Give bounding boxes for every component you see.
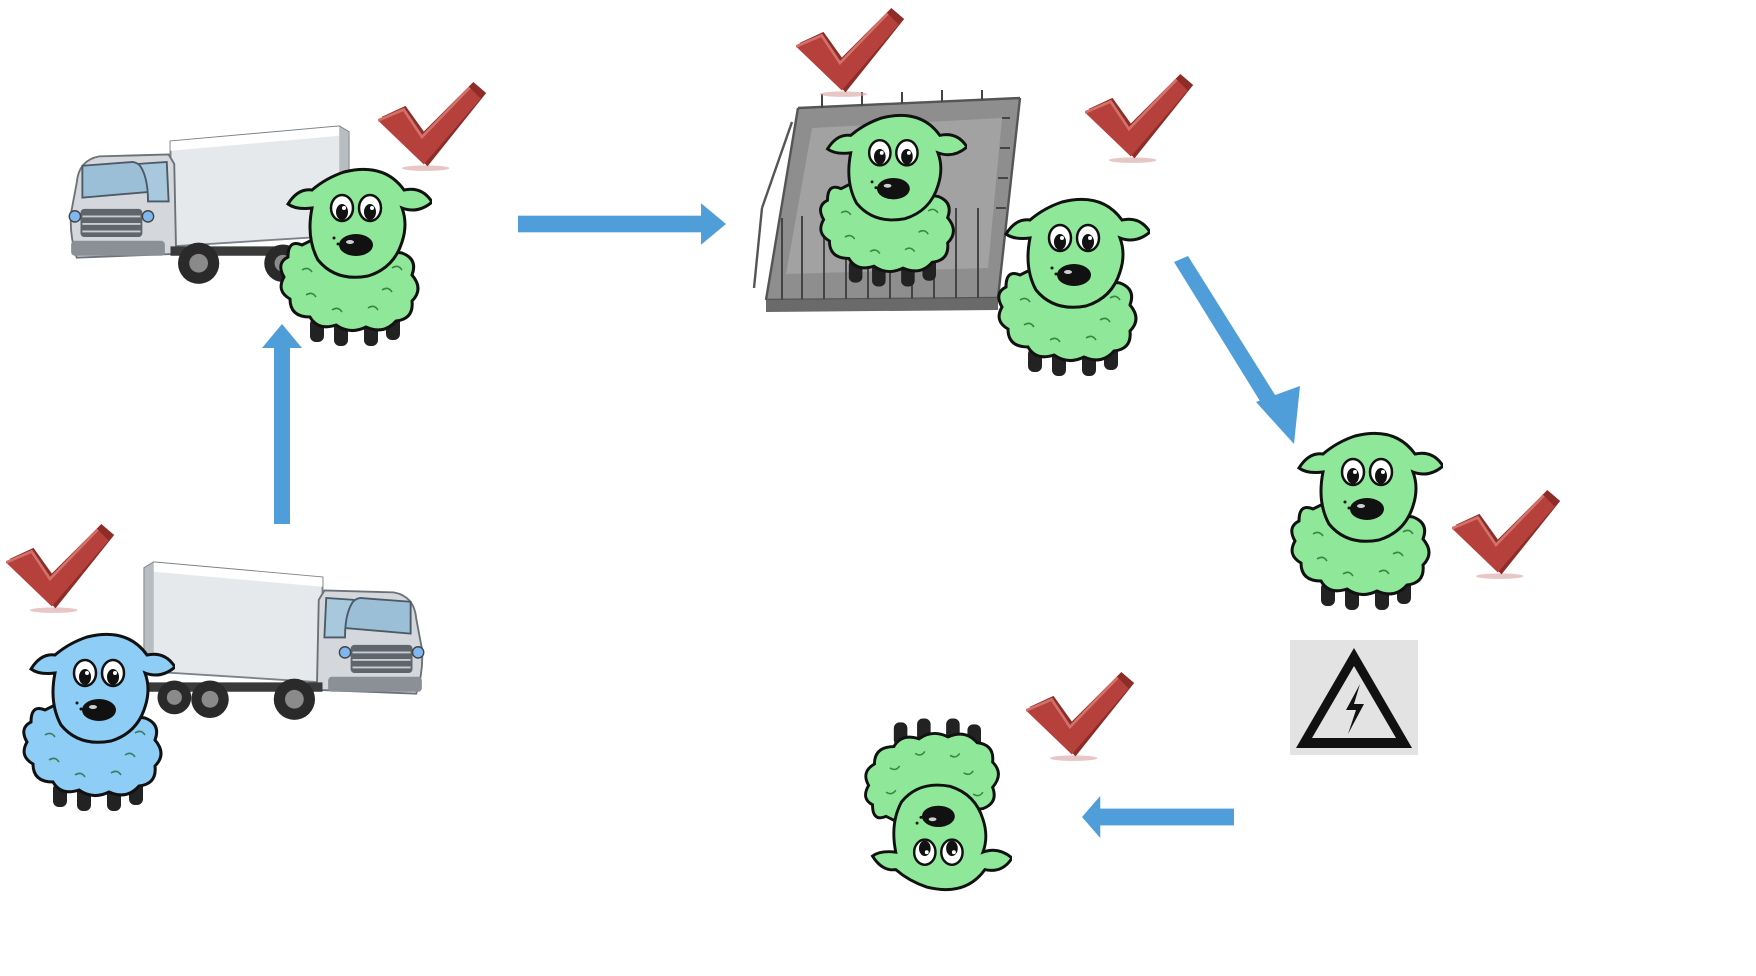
flow-arrow-icon xyxy=(262,324,302,524)
sheep-icon xyxy=(22,632,175,813)
flow-arrow-icon xyxy=(1174,256,1300,444)
sheep-icon xyxy=(819,113,967,288)
checkmark-icon xyxy=(1452,488,1562,580)
checkmark-icon xyxy=(6,522,116,614)
flow-arrow-icon xyxy=(1082,796,1234,838)
checkmark-icon xyxy=(1026,670,1136,762)
checkmark-icon xyxy=(796,6,906,98)
checkmark-icon xyxy=(378,80,488,172)
checkmark-icon xyxy=(1085,72,1195,164)
electric-hazard-icon xyxy=(1290,640,1418,755)
sheep-icon xyxy=(864,717,1012,892)
truck-icon xyxy=(143,561,425,721)
flow-arrow-icon xyxy=(518,203,726,245)
sheep-icon xyxy=(279,167,432,348)
sheep-icon xyxy=(997,197,1150,378)
